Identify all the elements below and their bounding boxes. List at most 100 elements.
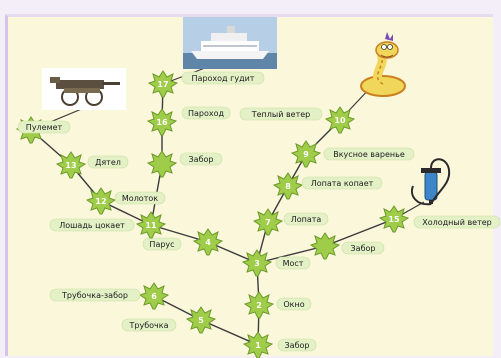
label-text: Дятел	[95, 158, 121, 167]
leaf-icon	[242, 331, 274, 358]
label-text: Пароход гудит	[192, 74, 255, 83]
node-number: 3	[254, 259, 260, 268]
label-pill	[413, 215, 501, 229]
leaf-icon	[55, 151, 87, 179]
tree-node-12: 12 Молоток	[85, 187, 166, 215]
tree-node-15: 15 Холодный ветер	[378, 205, 501, 233]
node-number: 10	[334, 116, 346, 125]
label-pill	[283, 212, 329, 226]
leaf-icon	[147, 70, 179, 98]
label-text: Трубочка-забор	[61, 291, 128, 300]
node-number: 4	[205, 238, 211, 247]
label-text: Молоток	[122, 194, 158, 203]
label-text: Трубочка	[129, 321, 169, 330]
label-pill	[301, 176, 383, 190]
tree-node-19: Забор	[309, 232, 385, 260]
label-pill	[275, 256, 311, 270]
node-number: 16	[156, 118, 168, 127]
label-text: Забор	[351, 244, 376, 253]
leaf-icon	[309, 232, 341, 260]
tree-node-11: 11 Лошадь цокает	[49, 211, 167, 239]
label-pill	[181, 71, 265, 85]
leaf-icon	[135, 211, 167, 239]
node-number: 15	[388, 215, 400, 224]
label-text: Пароход	[188, 109, 225, 118]
label-text: Парус	[149, 240, 174, 249]
label-pill	[341, 241, 385, 255]
node-number: 1	[255, 341, 261, 350]
node-label: Забор	[179, 152, 223, 166]
node-label: Теплый ветер	[239, 107, 323, 121]
tree-node-10: 10 Теплый ветер	[239, 106, 356, 134]
leaf-icon	[272, 172, 304, 200]
label-pill	[181, 106, 231, 120]
tree-node-9: 9 Вкусное варенье	[290, 140, 415, 168]
node-number: 17	[157, 80, 168, 89]
leaf-icon	[378, 205, 410, 233]
node-number: 6	[151, 292, 157, 301]
edge-19-15	[324, 218, 395, 247]
node-label: Холодный ветер	[413, 215, 501, 229]
label-pill	[121, 318, 177, 332]
node-number: 12	[95, 197, 106, 206]
label-text: Лопата копает	[311, 179, 374, 188]
label-pill	[276, 297, 312, 311]
node-label: Трубочка-забор	[49, 288, 141, 302]
tree-node-13: 13 Дятел	[55, 151, 129, 179]
label-pill	[49, 288, 141, 302]
label-pill	[87, 155, 129, 169]
node-label: Молоток	[114, 191, 166, 205]
label-text: Забор	[189, 155, 214, 164]
label-pill	[17, 120, 71, 134]
tree-node-3: 3 Мост	[241, 249, 311, 277]
node-label: Лопата	[283, 212, 329, 226]
node-label: Вкусное варенье	[323, 147, 415, 161]
node-label: Мост	[275, 256, 311, 270]
node-label: Забор	[277, 338, 317, 352]
node-number: 7	[265, 218, 271, 227]
label-text: Теплый ветер	[251, 110, 311, 119]
air-pump-picture	[411, 158, 451, 206]
label-pill	[114, 191, 166, 205]
label-text: Лошадь цокает	[59, 221, 125, 230]
leaf-icon	[192, 228, 224, 256]
label-pill	[49, 218, 135, 232]
edge-1-5	[200, 319, 259, 346]
node-number: 2	[256, 301, 262, 310]
tree-node-17: 17 Пароход гудит	[147, 70, 265, 98]
label-pill	[142, 237, 182, 251]
leaf-icon	[146, 150, 178, 178]
tree-node-14: 14Пулемет	[15, 116, 71, 144]
node-label: Лопата копает	[301, 176, 383, 190]
steamship-picture	[183, 17, 277, 69]
leaf-icon	[146, 108, 178, 136]
edge-3-19	[256, 245, 326, 264]
label-text: Пулемет	[26, 123, 63, 132]
label-text: Лопата	[291, 215, 322, 224]
node-number: 13	[65, 161, 76, 170]
node-label: Дятел	[87, 155, 129, 169]
node-label: Пароход	[181, 106, 231, 120]
label-pill	[323, 147, 415, 161]
node-label: Пароход гудит	[181, 71, 265, 85]
tree-node-18: Забор	[146, 150, 223, 178]
node-number: 11	[145, 221, 157, 230]
node-number: 9	[303, 150, 309, 159]
label-text: Забор	[285, 341, 310, 350]
label-text: Мост	[283, 259, 304, 268]
label-pill	[179, 152, 223, 166]
leaf-icon	[85, 187, 117, 215]
node-label: Лошадь цокает	[49, 218, 135, 232]
leaf-icon	[252, 208, 284, 236]
tree-node-6: 6 Трубочка-забор	[49, 282, 170, 310]
snake-picture	[360, 32, 406, 97]
node-label: Забор	[341, 241, 385, 255]
tree-node-1: 1 Забор	[242, 331, 317, 358]
leaf-icon	[241, 249, 273, 277]
node-number: 5	[198, 316, 204, 325]
leaf-icon	[324, 106, 356, 134]
